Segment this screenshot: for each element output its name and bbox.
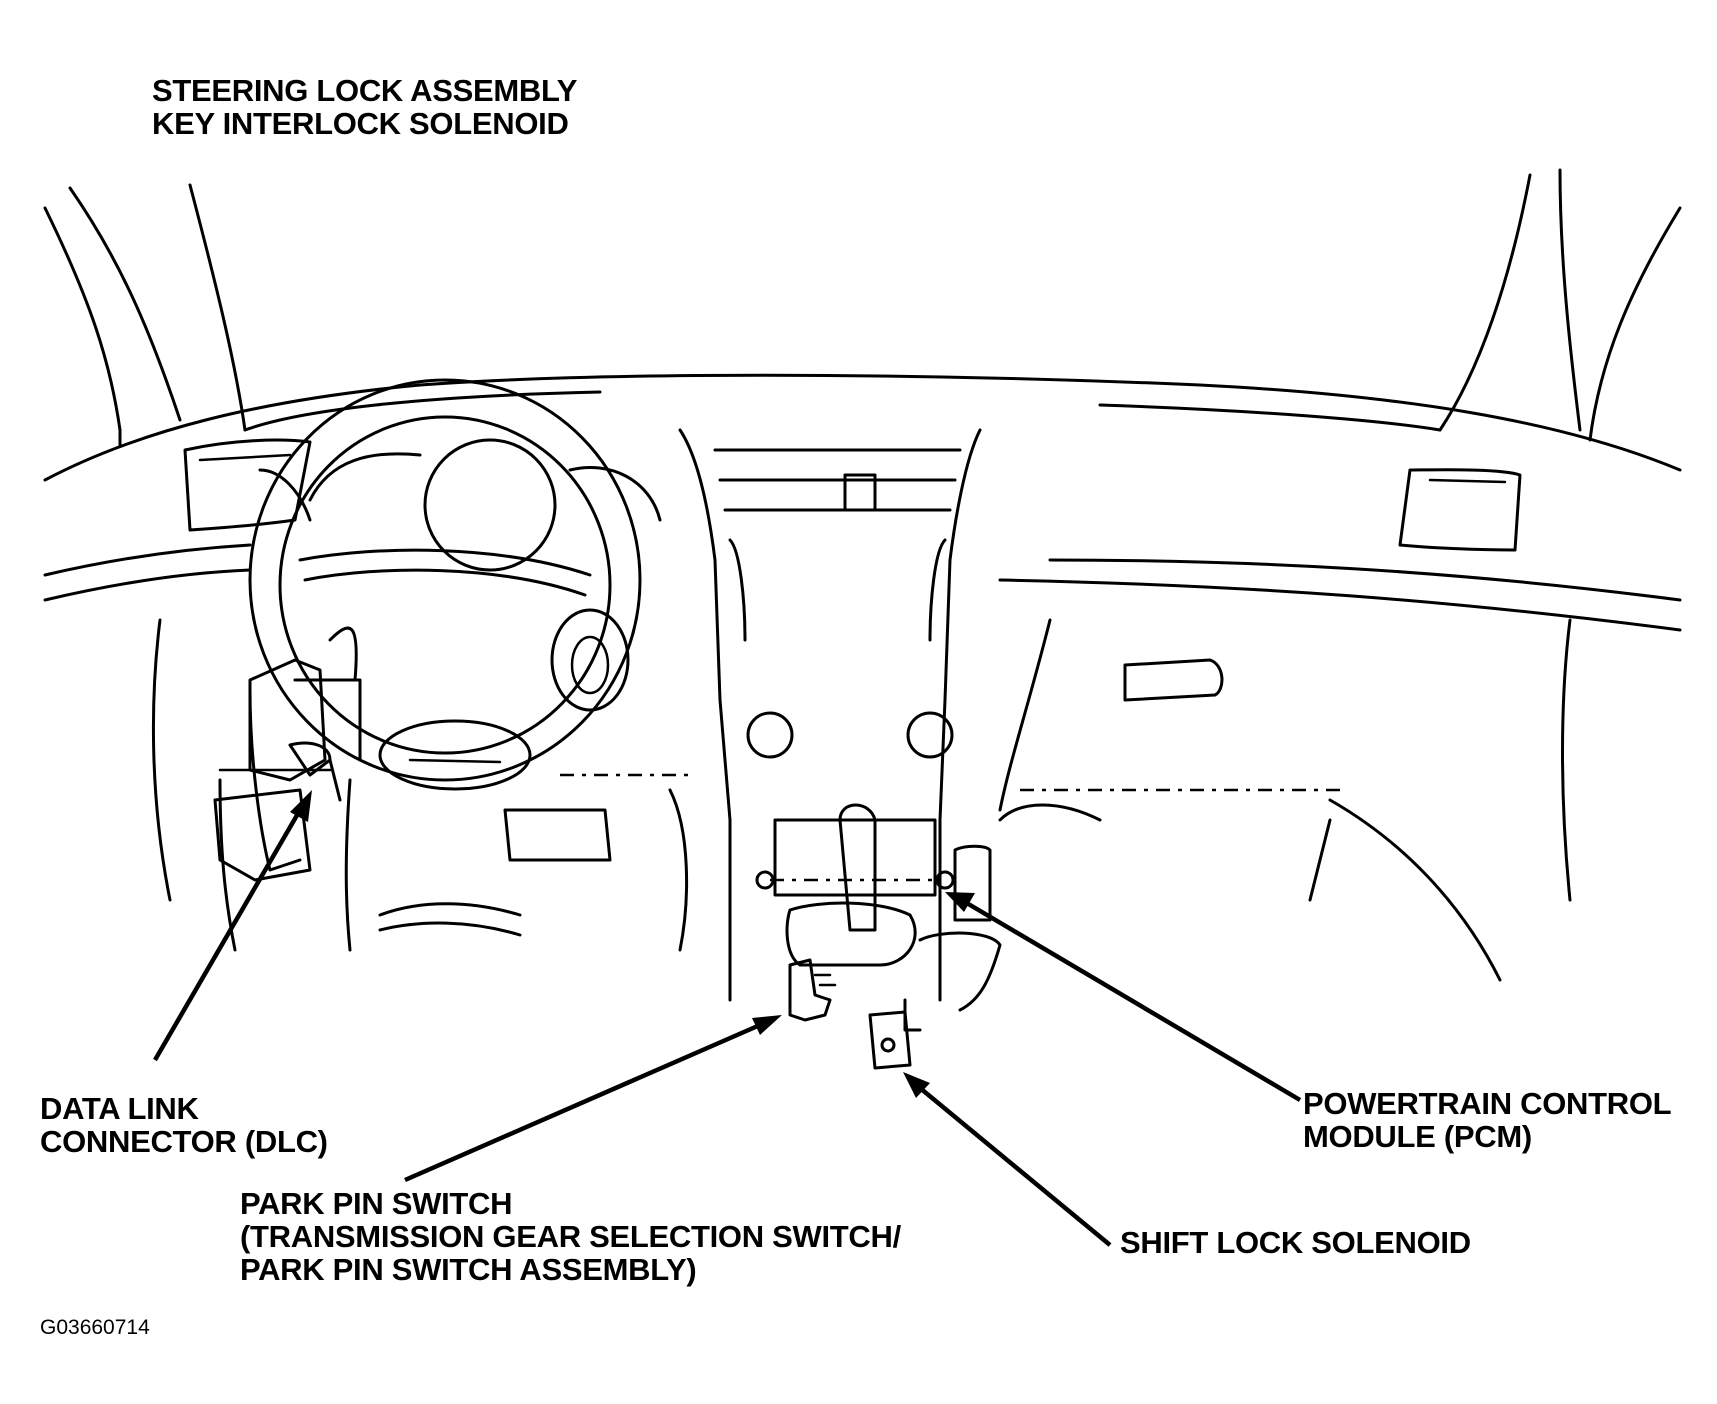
right-lower-dash [998, 618, 1572, 982]
right-air-vent [1398, 468, 1522, 552]
shift-lock-line-1: SHIFT LOCK SOLENOID [1120, 1225, 1471, 1260]
pcm-label: POWERTRAIN CONTROL MODULE (PCM) [1303, 1086, 1672, 1154]
steering-lock-label: STEERING LOCK ASSEMBLY KEY INTERLOCK SOL… [152, 74, 577, 140]
pcm-line-1: POWERTRAIN CONTROL [1303, 1086, 1672, 1121]
right-a-pillar [1438, 168, 1682, 442]
dlc-line-1: DATA LINK [40, 1091, 199, 1126]
dlc-housing [213, 658, 332, 882]
park-pin-arrow [404, 1015, 782, 1183]
steering-lock-line-2: KEY INTERLOCK SOLENOID [152, 106, 569, 141]
dashboard-top [43, 373, 1682, 632]
left-lower-dash [151, 618, 690, 952]
shifter-area [755, 803, 1002, 1012]
instrument-cluster [258, 438, 662, 572]
dlc-line-2: CONNECTOR (DLC) [40, 1124, 328, 1159]
figure-code: G03660714 [40, 1316, 150, 1339]
left-a-pillar [43, 183, 247, 447]
pcm-arrow [945, 892, 1302, 1102]
left-air-vent [183, 438, 312, 532]
center-console [678, 428, 982, 1002]
park-pin-line-3: PARK PIN SWITCH ASSEMBLY) [240, 1252, 697, 1287]
park-pin-switch [788, 958, 837, 1022]
park-pin-line-1: PARK PIN SWITCH [240, 1186, 513, 1221]
shift-lock-label: SHIFT LOCK SOLENOID [1120, 1226, 1471, 1259]
steering-lock-line-1: STEERING LOCK ASSEMBLY [152, 73, 578, 108]
park-pin-label: PARK PIN SWITCH (TRANSMISSION GEAR SELEC… [240, 1187, 901, 1286]
steering-wheel [248, 378, 642, 791]
dlc-label: DATA LINK CONNECTOR (DLC) [40, 1092, 328, 1158]
shift-lock-solenoid [868, 998, 922, 1070]
pcm-line-2: MODULE (PCM) [1303, 1119, 1532, 1154]
park-pin-line-2: (TRANSMISSION GEAR SELECTION SWITCH/ [240, 1219, 901, 1254]
dlc-arrow [153, 790, 312, 1062]
shift-lock-arrow [903, 1072, 1112, 1247]
